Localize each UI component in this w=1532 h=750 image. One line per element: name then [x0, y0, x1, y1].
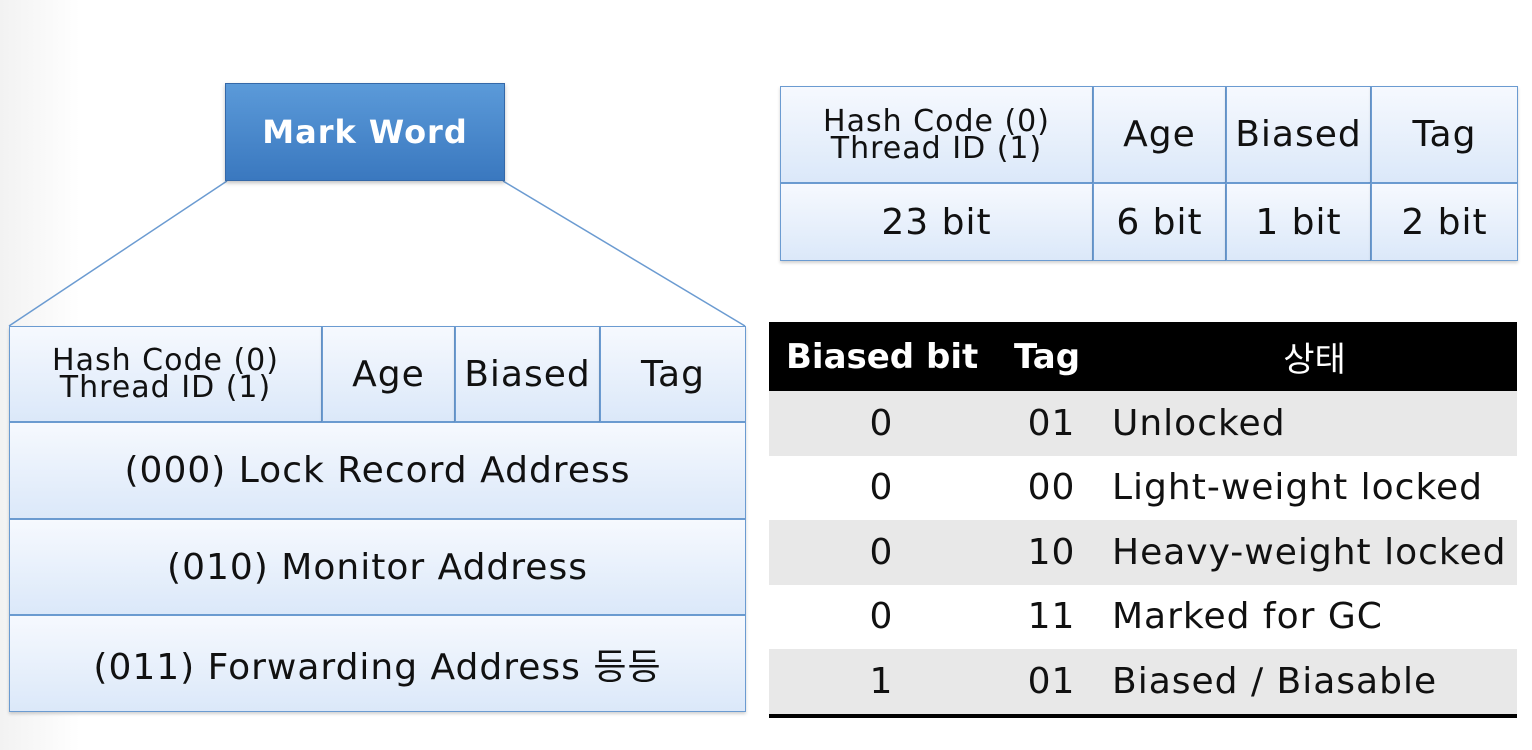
mw-age-label: Age — [352, 353, 425, 395]
table-row: 0 00 Light-weight locked — [769, 456, 1517, 521]
mark-word-box: Mark Word — [225, 83, 505, 181]
bits-age-size-cell: 6 bit — [1093, 183, 1226, 261]
mw-age-cell: Age — [322, 326, 455, 422]
connector-right — [502, 180, 746, 327]
bits-thread-id-label: Thread ID (1) — [830, 130, 1043, 166]
cell-tag: 11 — [1027, 596, 1076, 638]
mw-row-forwarding: (011) Forwarding Address 등등 — [9, 615, 746, 712]
cell-tag: 01 — [1027, 402, 1076, 444]
table-row: 1 01 Biased / Biasable — [769, 649, 1517, 714]
bits-biased-size-cell: 1 bit — [1226, 183, 1371, 261]
table-row: 0 01 Unlocked — [769, 391, 1517, 456]
cell-biased-bit: 0 — [869, 467, 894, 509]
table-row: 0 10 Heavy-weight locked — [769, 520, 1517, 585]
mw-tag-label: Tag — [641, 353, 705, 395]
bits-tag-size-cell: 2 bit — [1371, 183, 1518, 261]
mw-row-label: (010) Monitor Address — [167, 546, 588, 588]
state-table-header: Biased bit Tag 상태 — [769, 322, 1517, 391]
bits-biased-label: Biased — [1235, 114, 1362, 155]
mw-hash-code-label: Hash Code (0) — [52, 343, 279, 378]
cell-biased-bit: 1 — [869, 660, 894, 702]
cell-biased-bit: 0 — [869, 402, 894, 444]
cell-state: Marked for GC — [1112, 596, 1383, 638]
bits-hash-size-cell: 23 bit — [780, 183, 1093, 261]
mw-hash-thread-cell: Hash Code (0) Thread ID (1) — [9, 326, 322, 422]
bits-age-cell: Age — [1093, 86, 1226, 183]
bits-biased-cell: Biased — [1226, 86, 1371, 183]
cell-biased-bit: 0 — [869, 531, 894, 573]
mw-biased-label: Biased — [464, 353, 591, 395]
cell-biased-bit: 0 — [869, 596, 894, 638]
mw-tag-cell: Tag — [600, 326, 746, 422]
lock-state-table: Biased bit Tag 상태 0 01 Unlocked 0 00 Lig… — [769, 322, 1517, 718]
connector-left — [8, 180, 228, 327]
header-state: 상태 — [1283, 340, 1346, 380]
cell-tag: 01 — [1027, 660, 1076, 702]
bits-age-size: 6 bit — [1116, 201, 1203, 243]
bits-tag-label: Tag — [1412, 114, 1477, 155]
mw-row-lock-record: (000) Lock Record Address — [9, 422, 746, 519]
cell-tag: 10 — [1027, 531, 1076, 573]
cell-state: Unlocked — [1112, 402, 1286, 444]
header-tag: Tag — [1014, 336, 1081, 377]
bits-age-label: Age — [1123, 114, 1196, 155]
header-biased-bit: Biased bit — [786, 336, 979, 377]
bits-tag-size: 2 bit — [1401, 201, 1488, 243]
mw-row-monitor: (010) Monitor Address — [9, 519, 746, 615]
mw-thread-id-label: Thread ID (1) — [59, 370, 272, 405]
table-row: 0 11 Marked for GC — [769, 585, 1517, 650]
mw-row-label: (011) Forwarding Address 등등 — [93, 646, 662, 688]
cell-tag: 00 — [1027, 467, 1076, 509]
mw-biased-cell: Biased — [455, 326, 600, 422]
mark-word-title: Mark Word — [262, 113, 468, 151]
bits-hash-size: 23 bit — [881, 201, 992, 243]
table-bottom-rule — [769, 713, 1517, 718]
cell-state: Biased / Biasable — [1112, 660, 1438, 702]
bits-biased-size: 1 bit — [1255, 201, 1342, 243]
mw-row-label: (000) Lock Record Address — [124, 450, 631, 491]
bits-hash-thread-cell: Hash Code (0) Thread ID (1) — [780, 86, 1093, 183]
bits-hash-code-label: Hash Code (0) — [823, 103, 1050, 139]
cell-state: Light-weight locked — [1112, 467, 1484, 509]
cell-state: Heavy-weight locked — [1112, 531, 1507, 573]
bits-tag-cell: Tag — [1371, 86, 1518, 183]
